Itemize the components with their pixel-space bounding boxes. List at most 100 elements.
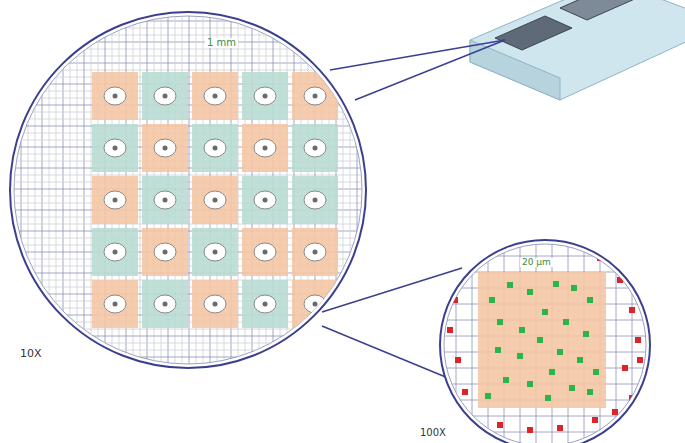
array-cell <box>242 228 288 276</box>
spot <box>154 139 176 157</box>
grid-line <box>8 63 368 64</box>
grid-line <box>8 42 368 43</box>
green-particle <box>503 377 509 383</box>
green-particle <box>507 282 513 288</box>
spot-center <box>213 302 218 307</box>
array-cell <box>142 72 188 120</box>
green-particle <box>569 385 575 391</box>
red-particle <box>637 357 643 363</box>
spot-center <box>263 250 268 255</box>
cell-square <box>292 72 338 120</box>
grid-line <box>438 240 652 241</box>
red-particle <box>477 252 483 258</box>
green-particle <box>571 285 577 291</box>
red-particle <box>467 417 473 423</box>
cell-square <box>92 228 138 276</box>
array-cell <box>92 72 138 120</box>
array-cell <box>92 124 138 172</box>
cell-square <box>242 72 288 120</box>
spot-center <box>113 250 118 255</box>
spot <box>154 243 176 261</box>
spot <box>154 191 176 209</box>
green-particle <box>519 327 525 333</box>
grid-line <box>440 238 441 443</box>
cell-square <box>242 124 288 172</box>
red-particle <box>455 357 461 363</box>
grid-line <box>8 49 368 50</box>
red-particle <box>612 409 618 415</box>
red-particle <box>622 365 628 371</box>
cell-square <box>192 176 238 224</box>
spot-center <box>163 146 168 151</box>
spot <box>304 139 326 157</box>
grid-line <box>8 14 368 15</box>
magnification-label: 10X <box>18 348 44 359</box>
grid-line <box>28 10 29 370</box>
array-cell <box>142 228 188 276</box>
spot <box>204 87 226 105</box>
cell-square <box>92 176 138 224</box>
grid-line <box>140 10 141 370</box>
scale-label: 20 µm <box>520 258 553 267</box>
red-particle <box>635 337 641 343</box>
spot-center <box>213 94 218 99</box>
spot-center <box>163 198 168 203</box>
scale-label: 1 mm <box>205 38 238 48</box>
green-particle <box>497 319 503 325</box>
spot-center <box>113 198 118 203</box>
array-cell <box>292 124 338 172</box>
red-particle <box>629 307 635 313</box>
cell-square <box>142 228 188 276</box>
green-particle <box>549 369 555 375</box>
callout-line <box>322 326 448 378</box>
green-particle <box>517 353 523 359</box>
grid-line <box>8 35 368 36</box>
callout-line <box>330 40 505 70</box>
spot-center <box>263 302 268 307</box>
spot-center <box>113 146 118 151</box>
cell-square <box>192 72 238 120</box>
spot-center <box>263 198 268 203</box>
grid-line <box>472 238 473 443</box>
array-cell <box>242 72 288 120</box>
grid-line <box>632 238 633 443</box>
grid-line <box>438 256 652 257</box>
magnifier-inner-ring <box>14 16 362 364</box>
array-cell <box>292 280 338 328</box>
grid-line <box>456 238 457 443</box>
spot <box>304 243 326 261</box>
spot-center <box>263 94 268 99</box>
red-particle <box>527 427 533 433</box>
spot-center <box>213 250 218 255</box>
spot <box>104 191 126 209</box>
spot <box>204 295 226 313</box>
green-particle <box>489 297 495 303</box>
green-particle <box>495 347 501 353</box>
grid-line <box>8 70 368 71</box>
cell-square <box>142 124 188 172</box>
spot-center <box>313 198 318 203</box>
array-cell <box>92 280 138 328</box>
callout-line <box>355 40 505 100</box>
spot-center <box>163 94 168 99</box>
spot-center <box>113 94 118 99</box>
array-cell <box>242 280 288 328</box>
spot <box>104 295 126 313</box>
green-particle <box>563 319 569 325</box>
magnifier-100x <box>440 240 650 443</box>
cell-square <box>142 280 188 328</box>
grid-line <box>8 175 368 176</box>
green-particle <box>587 297 593 303</box>
array-cell <box>92 228 138 276</box>
spot-center <box>313 94 318 99</box>
spot <box>104 139 126 157</box>
green-particle <box>557 349 563 355</box>
green-particle <box>542 309 548 315</box>
spot <box>304 191 326 209</box>
red-particle <box>597 255 603 261</box>
array-cell <box>292 72 338 120</box>
sample-area <box>495 16 572 50</box>
spot-center <box>213 198 218 203</box>
spot-center <box>113 302 118 307</box>
array-cell <box>142 124 188 172</box>
